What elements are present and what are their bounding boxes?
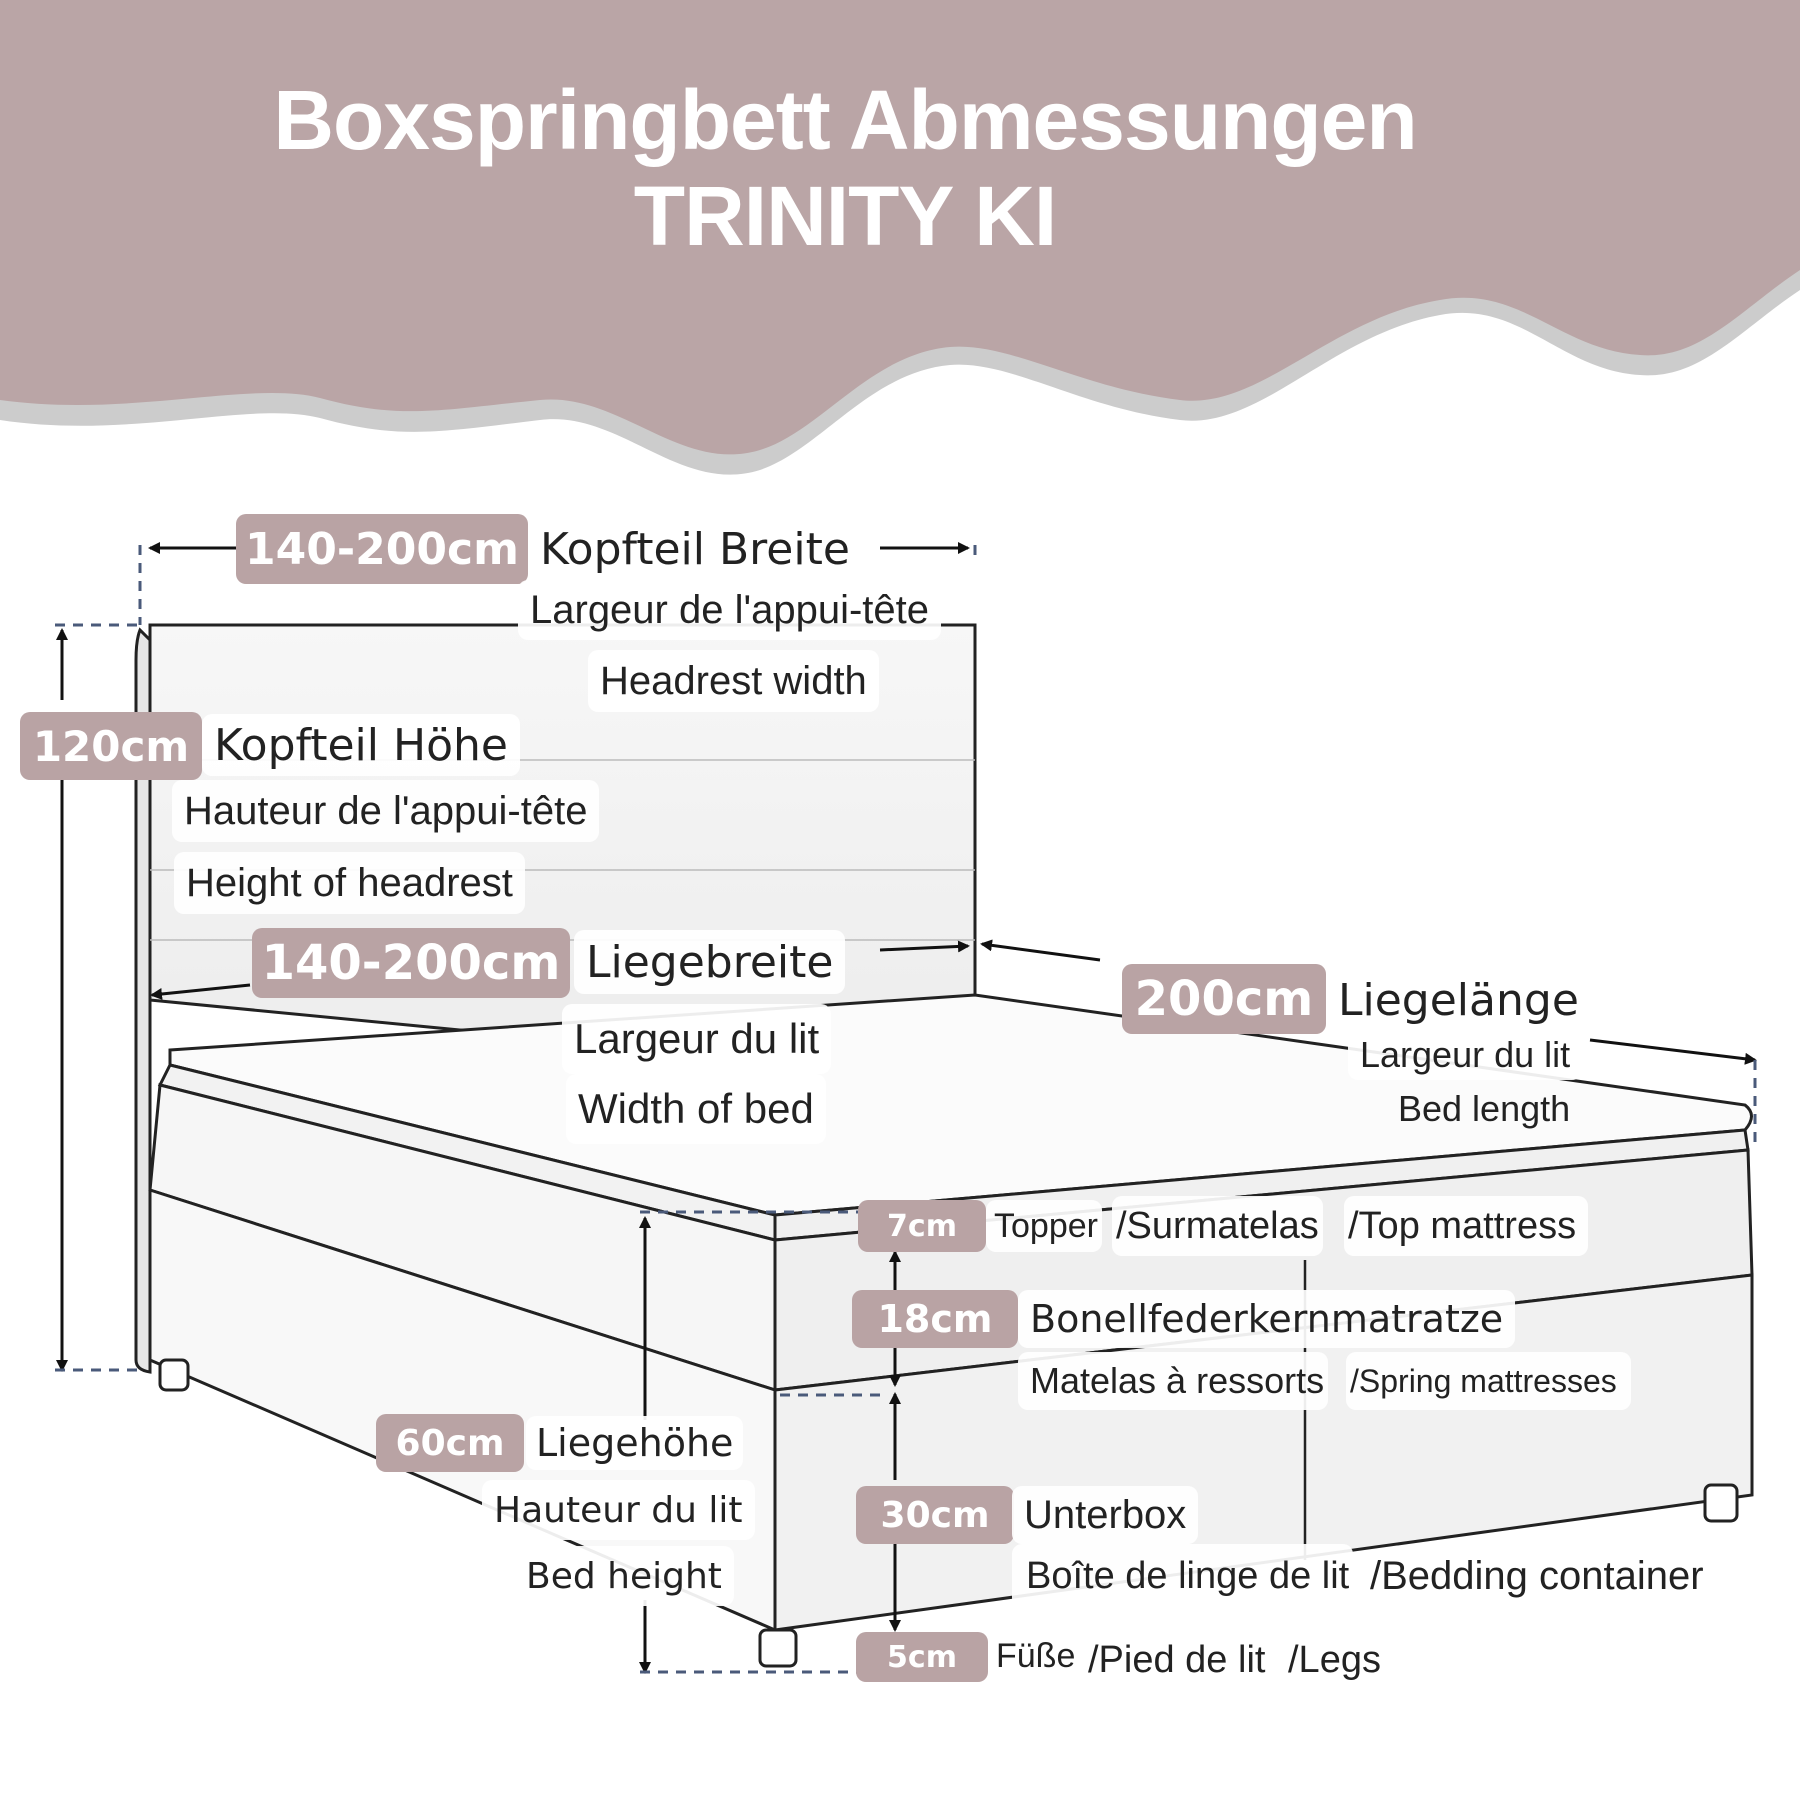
headrest-width-label-de: Kopfteil Breite bbox=[528, 518, 862, 580]
underbox-label-de: Unterbox bbox=[1012, 1486, 1199, 1544]
bed-height-label-de: Liegehöhe bbox=[526, 1416, 744, 1470]
bed-height-label-en: Bed height bbox=[514, 1546, 734, 1606]
bed-width-label-en: Width of bed bbox=[566, 1074, 826, 1144]
topper-label-de: Topper bbox=[986, 1200, 1102, 1252]
headrest-width-label-fr: Largeur de l'appui-tête bbox=[518, 580, 942, 640]
mattress-label-de: Bonellfederkernmatratze bbox=[1018, 1290, 1516, 1348]
topper-label-en: /Top mattress bbox=[1344, 1196, 1589, 1256]
underbox-label-en: /Bedding container bbox=[1370, 1553, 1704, 1598]
bed-width-label-de: Liegebreite bbox=[574, 930, 846, 994]
legs-label-fr: /Pied de lit bbox=[1084, 1632, 1270, 1688]
bed-height-badge: 60cm bbox=[376, 1414, 524, 1472]
banner-wave bbox=[0, 0, 1800, 455]
headrest-height-label-en: Height of headrest bbox=[174, 852, 525, 914]
bed-width-badge: 140-200cm bbox=[252, 928, 570, 998]
legs-badge: 5cm bbox=[856, 1632, 988, 1682]
mattress-label-en: /Spring mattresses bbox=[1346, 1352, 1631, 1410]
topper-badge: 7cm bbox=[858, 1200, 986, 1252]
headrest-height-label-de: Kopfteil Höhe bbox=[202, 714, 520, 776]
underbox-label-fr: Boîte de linge de lit bbox=[1012, 1544, 1354, 1608]
headrest-height-badge: 120cm bbox=[20, 712, 202, 780]
headrest-width-label-en: Headrest width bbox=[588, 650, 879, 712]
page-title: Boxspringbett Abmessungen bbox=[273, 73, 1417, 167]
dimension-lines bbox=[56, 542, 1757, 1674]
product-name: TRINITY KI bbox=[633, 169, 1057, 263]
headrest-height-label-fr: Hauteur de l'appui-tête bbox=[172, 780, 600, 842]
bed-width-label-fr: Largeur du lit bbox=[562, 1004, 832, 1074]
bed-length-label-fr: Largeur du lit bbox=[1348, 1030, 1583, 1080]
underbox-badge: 30cm bbox=[856, 1486, 1014, 1544]
topper-label-fr: /Surmatelas bbox=[1112, 1196, 1323, 1256]
bed-height-label-fr: Hauteur du lit bbox=[482, 1480, 755, 1540]
bed-length-label-en: Bed length bbox=[1398, 1088, 1571, 1129]
legs-label-de: Füße bbox=[988, 1630, 1080, 1682]
headrest-width-badge: 140-200cm bbox=[236, 514, 528, 584]
legs-label-en: /Legs bbox=[1284, 1632, 1391, 1688]
dashed-guides bbox=[55, 545, 1757, 1674]
mattress-badge: 18cm bbox=[852, 1290, 1018, 1348]
mattress-label-fr: Matelas à ressorts bbox=[1018, 1352, 1329, 1410]
bed-length-badge: 200cm bbox=[1122, 964, 1326, 1034]
bed-length-label-de: Liegelänge bbox=[1326, 968, 1591, 1032]
